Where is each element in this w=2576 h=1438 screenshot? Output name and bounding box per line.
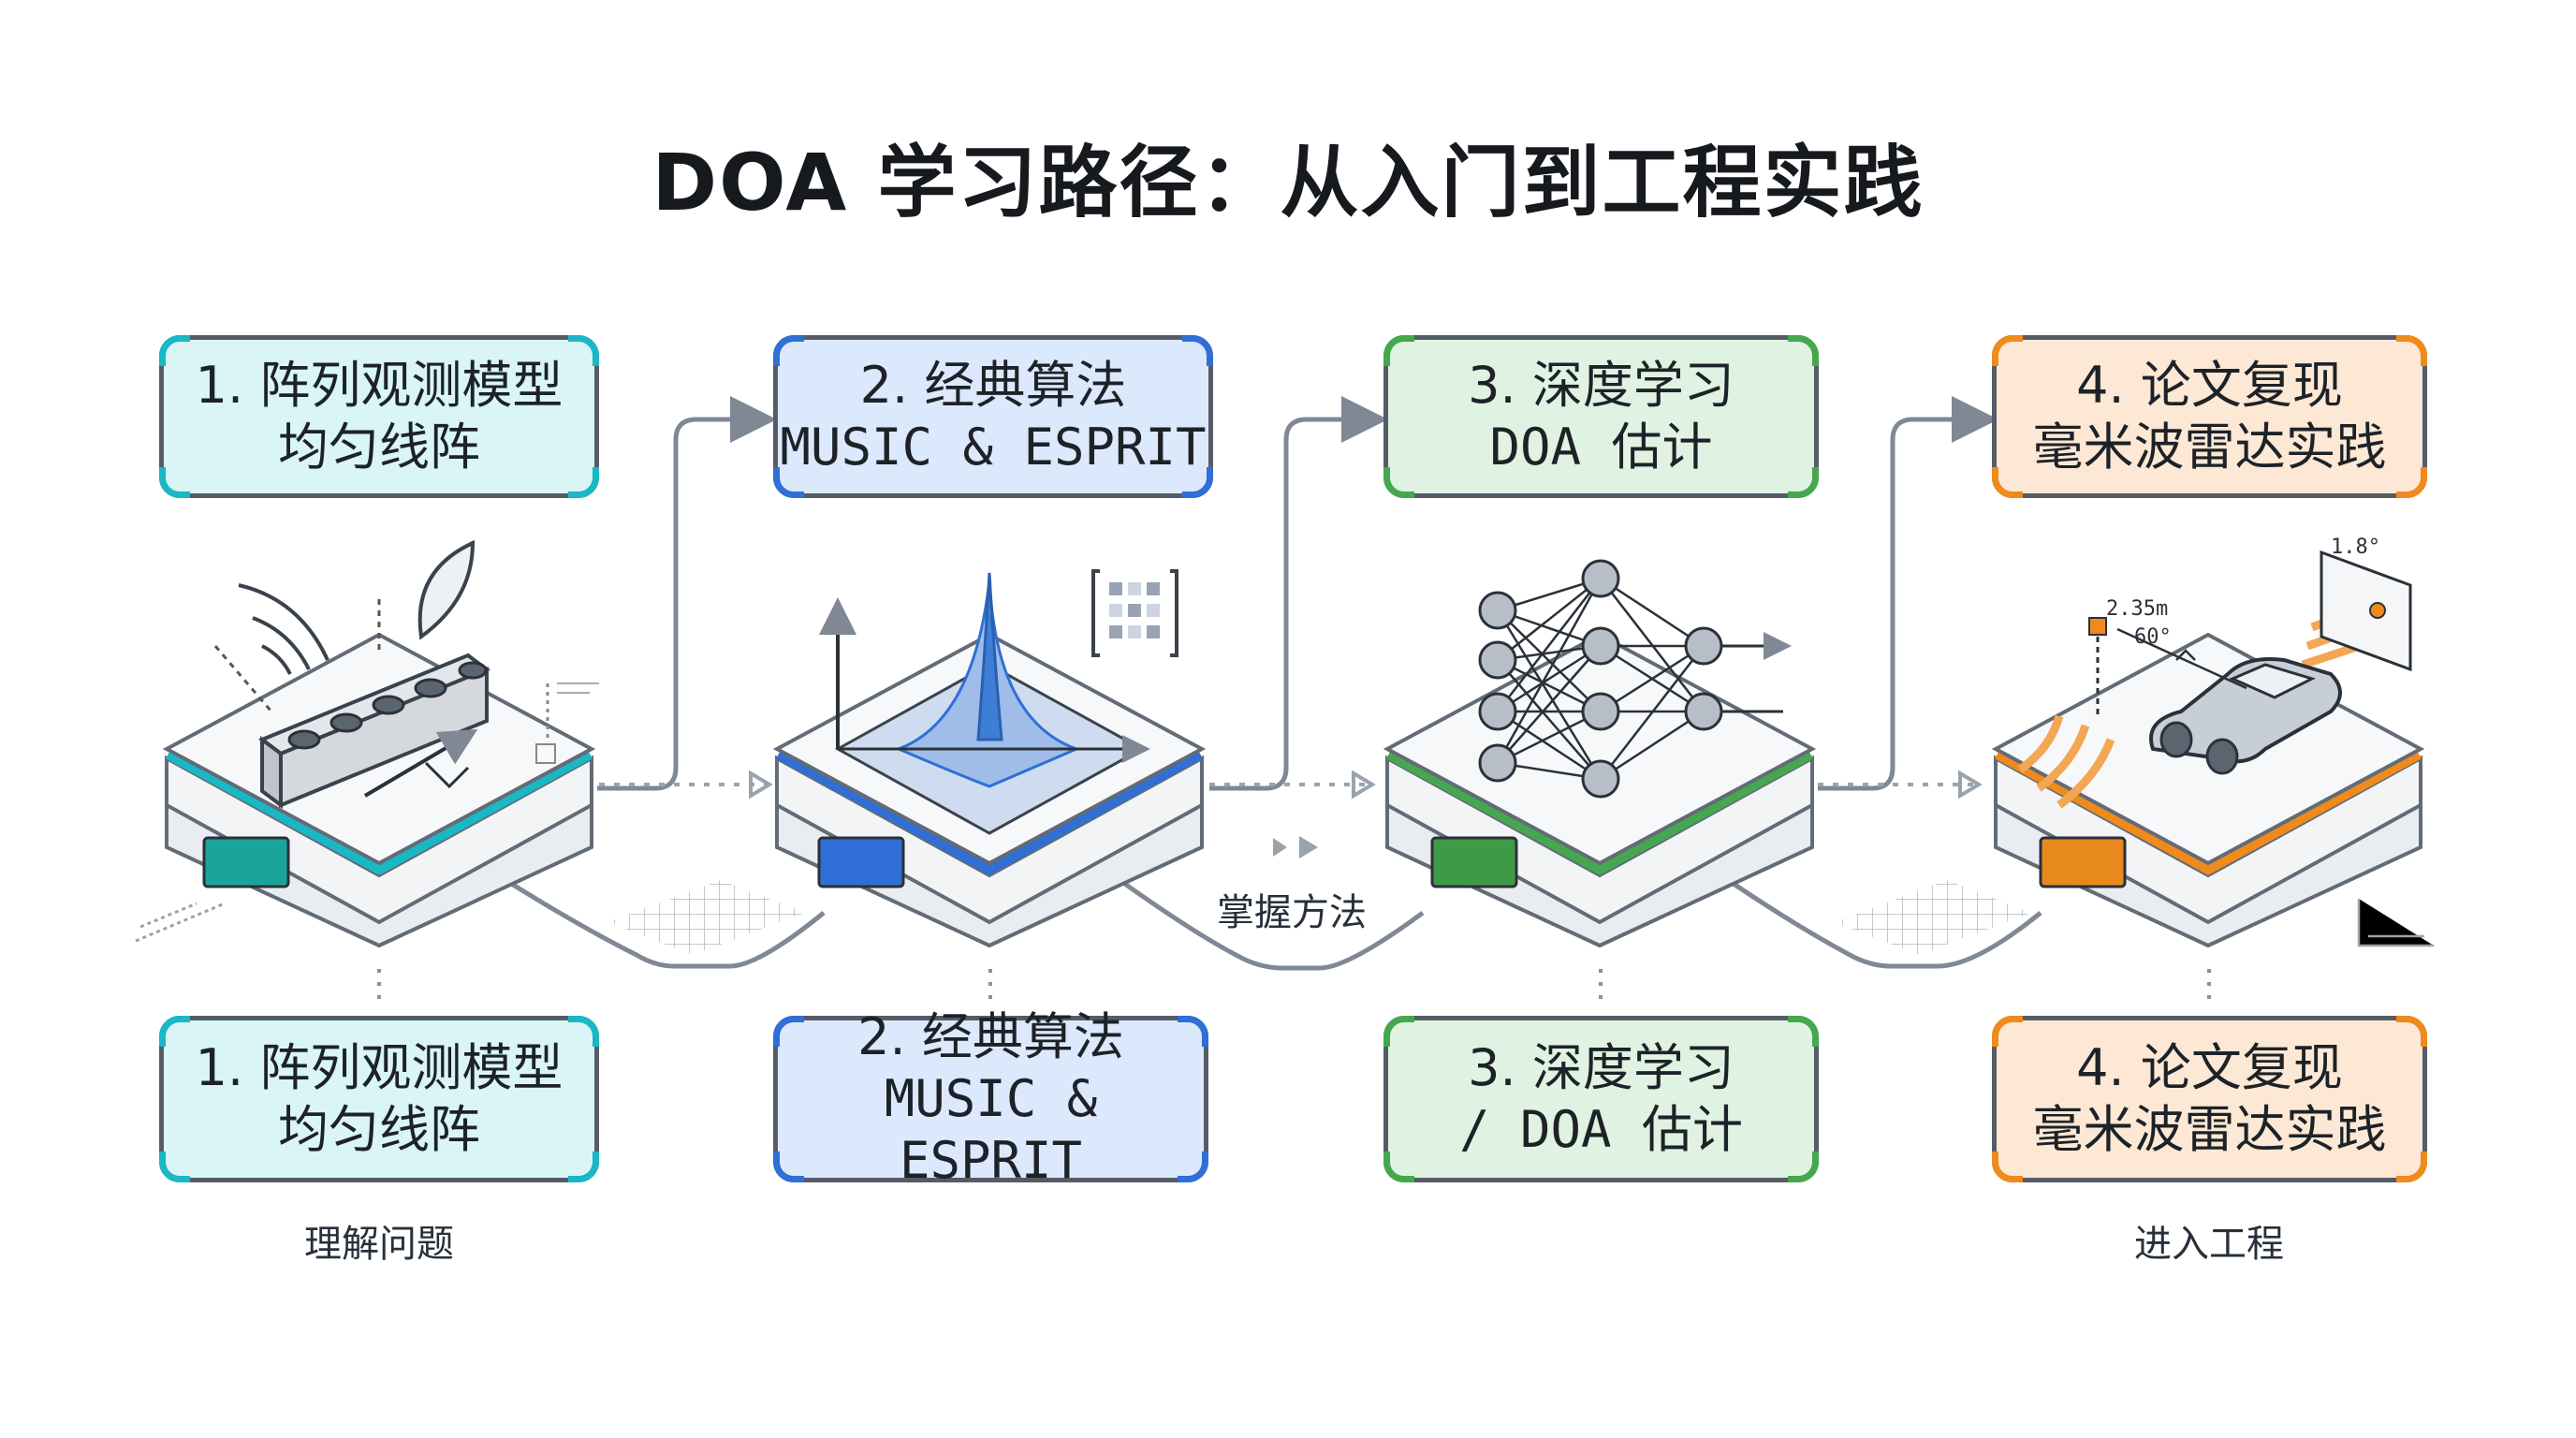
- stage-4-top-title: 4. 论文复现: [2076, 356, 2343, 415]
- stage-4-top-subtitle: 毫米波雷达实践: [2032, 418, 2387, 477]
- stage-1-bottom-subtitle: 均匀线阵: [278, 1100, 480, 1159]
- stage-4-bottom-title: 4. 论文复现: [2076, 1038, 2343, 1097]
- platform-array-model: [135, 539, 599, 948]
- note-middle: 掌握方法: [1217, 891, 1367, 934]
- note-end: 进入工程: [2134, 1223, 2284, 1266]
- stage-4-bottom-subtitle: 毫米波雷达实践: [2032, 1100, 2387, 1159]
- note-start: 理解问题: [304, 1223, 454, 1266]
- stage-2-card-top[interactable]: 2. 经典算法 MUSIC & ESPRIT: [773, 335, 1213, 498]
- connector-3-4: [1818, 396, 1998, 791]
- stage-2-bottom-subtitle: MUSIC & ESPRIT: [884, 1069, 1098, 1190]
- radar-angle-top: 1.8°: [2331, 536, 2380, 559]
- radar-range: 2.35m: [2106, 597, 2169, 621]
- stage-1-bottom-title: 1. 阵列观测模型: [195, 1038, 564, 1097]
- stage-1-card-top[interactable]: 1. 阵列观测模型 均匀线阵: [159, 335, 599, 498]
- stage-3-top-subtitle: DOA 估计: [1489, 418, 1713, 477]
- stage-4-card-bottom[interactable]: 4. 论文复现 毫米波雷达实践: [1992, 1016, 2427, 1182]
- stage-3-top-title: 3. 深度学习: [1468, 356, 1734, 415]
- stage-2-top-subtitle: MUSIC & ESPRIT: [780, 418, 1207, 477]
- stage-2-card-bottom[interactable]: 2. 经典算法 MUSIC & ESPRIT: [773, 1007, 1208, 1190]
- page-title: DOA 学习路径：从入门到工程实践: [651, 137, 1925, 228]
- platform-classic-algorithms: [772, 569, 1318, 948]
- stage-1-top-title: 1. 阵列观测模型: [195, 356, 564, 415]
- stage-4-card-top[interactable]: 4. 论文复现 毫米波雷达实践: [1992, 335, 2427, 498]
- floor-grids: [608, 880, 2031, 955]
- connector-1-2: [597, 396, 777, 791]
- stage-3-bottom-title: 3. 深度学习: [1468, 1038, 1734, 1097]
- platform-mmwave-radar: [1991, 550, 2434, 948]
- stage-1-top-subtitle: 均匀线阵: [278, 418, 480, 477]
- stage-3-card-bottom[interactable]: 3. 深度学习 / DOA 估计: [1383, 1016, 1819, 1182]
- stage-3-bottom-subtitle: / DOA 估计: [1458, 1100, 1744, 1159]
- stage-2-bottom-title: 2. 经典算法: [857, 1007, 1124, 1066]
- dotted-arrowheads: [749, 770, 1983, 800]
- connector-2-3: [1209, 396, 1388, 791]
- lower-swoops: [504, 877, 2042, 971]
- radar-angle: 60°: [2134, 625, 2172, 649]
- stage-2-top-title: 2. 经典算法: [859, 356, 1127, 415]
- vertical-dots: [377, 969, 2211, 1006]
- stage-3-card-top[interactable]: 3. 深度学习 DOA 估计: [1383, 335, 1819, 498]
- stage-1-card-bottom[interactable]: 1. 阵列观测模型 均匀线阵: [159, 1016, 599, 1182]
- platform-deep-learning: [1383, 559, 1817, 948]
